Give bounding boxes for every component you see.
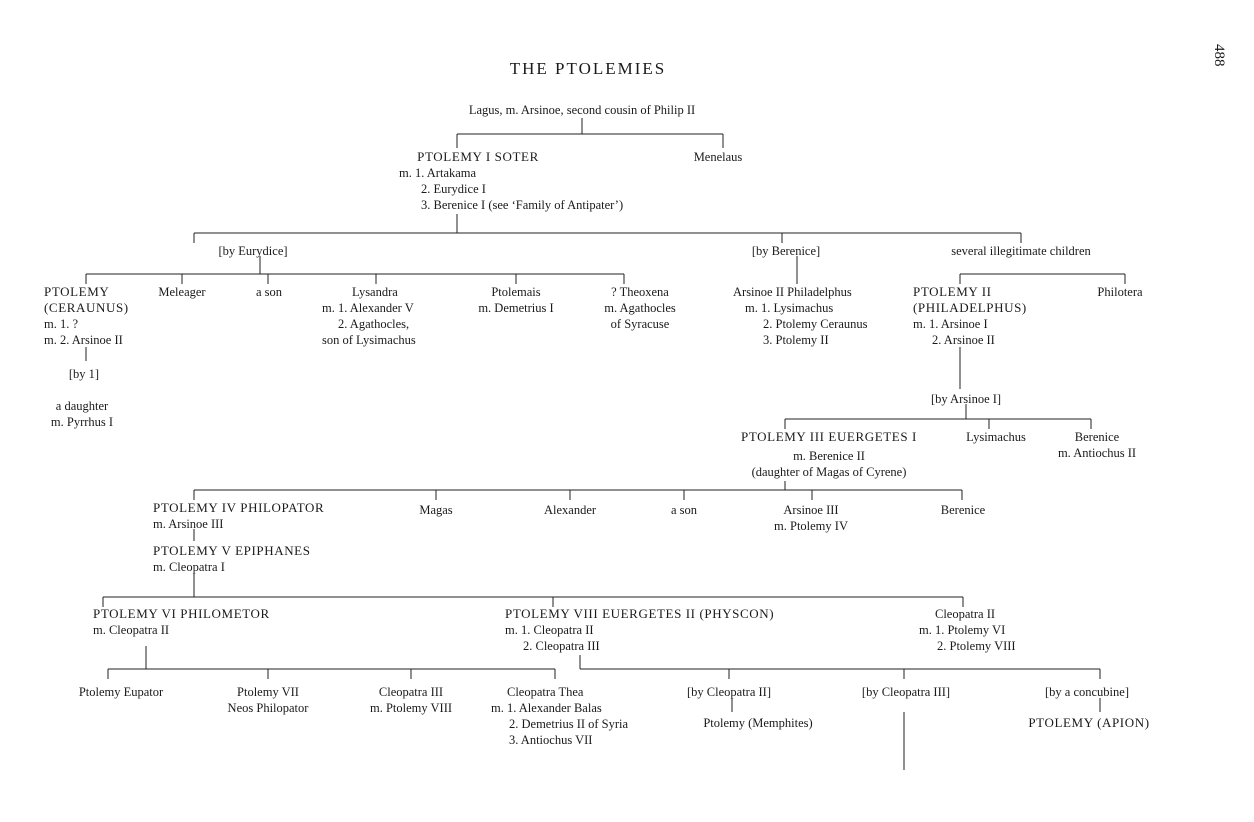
- arsinoe2-marriage-3: 3. Ptolemy II: [763, 333, 829, 347]
- daughter-marriage: m. Pyrrhus I: [50, 415, 114, 429]
- ptolemy6-name: PTOLEMY VI PHILOMETOR: [93, 606, 270, 621]
- group-by-eurydice: [by Eurydice]: [218, 244, 288, 258]
- ptolemy4-marriage: m. Arsinoe III: [153, 517, 224, 531]
- group-by-1: [by 1]: [68, 367, 100, 381]
- lysandra-name: Lysandra: [352, 285, 398, 299]
- ptolemy3-marriage: m. Berenice II: [793, 449, 865, 463]
- soter-marriage-1: m. 1. Artakama: [399, 166, 477, 180]
- person-arsinoe-iii: Arsinoe III m. Ptolemy IV: [774, 502, 848, 534]
- ptolemais-marriage: m. Demetrius I: [478, 301, 554, 315]
- cleopatra2-marriage-1: m. 1. Ptolemy VI: [919, 623, 1006, 637]
- ptolemy8-marriage-2: 2. Cleopatra III: [523, 639, 600, 653]
- person-lysimachus: Lysimachus: [966, 430, 1026, 444]
- person-berenice-syria: Berenice m. Antiochus II: [1058, 429, 1136, 461]
- ptolemy2-epithet: (PHILADELPHUS): [913, 300, 1027, 315]
- ceraunus-name: PTOLEMY: [44, 284, 110, 299]
- ptolemy2-marriage-2: 2. Arsinoe II: [932, 333, 995, 347]
- person-alexander: Alexander: [543, 503, 597, 517]
- ptolemy8-name: PTOLEMY VIII EUERGETES II (PHYSCON): [505, 606, 775, 621]
- ptolemais-name: Ptolemais: [491, 285, 541, 299]
- person-theoxena: ? Theoxena m. Agathocles of Syracuse: [604, 284, 676, 332]
- person-ptolemy-ceraunus: PTOLEMY (CERAUNUS) m. 1. ? m. 2. Arsinoe…: [44, 284, 129, 348]
- ptolemy3-note: (daughter of Magas of Cyrene): [751, 465, 907, 479]
- person-cleopatra-thea: Cleopatra Thea m. 1. Alexander Balas 2. …: [491, 684, 628, 748]
- ptolemy2-name: PTOLEMY II: [913, 284, 992, 299]
- arsinoe2-name: Arsinoe II Philadelphus: [733, 285, 852, 299]
- group-by-arsinoe-i: [by Arsinoe I]: [930, 392, 1002, 406]
- person-ptolemy-eupator: Ptolemy Eupator: [78, 685, 164, 699]
- person-ptolemy-vi: PTOLEMY VI PHILOMETOR m. Cleopatra II: [93, 606, 270, 638]
- person-a-son: a son: [255, 285, 283, 299]
- thea-marriage-1: m. 1. Alexander Balas: [491, 701, 602, 715]
- person-berenice-gen4: Berenice: [940, 503, 986, 517]
- soter-marriage-2: 2. Eurydice I: [421, 182, 486, 196]
- ptolemy5-marriage: m. Cleopatra I: [153, 560, 225, 574]
- theoxena-note: of Syracuse: [610, 317, 670, 331]
- theoxena-marriage: m. Agathocles: [604, 301, 676, 315]
- person-arsinoe-ii: Arsinoe II Philadelphus m. 1. Lysimachus…: [733, 284, 868, 348]
- person-ptolemy-iv: PTOLEMY IV PHILOPATOR m. Arsinoe III: [153, 500, 324, 532]
- berenice-name: Berenice: [1074, 430, 1120, 444]
- lysandra-note: son of Lysimachus: [322, 333, 416, 347]
- ptolemy8-marriage-1: m. 1. Cleopatra II: [505, 623, 594, 637]
- person-ptolemy-iii: PTOLEMY III EUERGETES I m. Berenice II (…: [741, 429, 917, 480]
- daughter-label: a daughter: [55, 399, 109, 413]
- thea-marriage-2: 2. Demetrius II of Syria: [509, 717, 629, 731]
- lysandra-marriage-1: m. 1. Alexander V: [322, 301, 414, 315]
- ceraunus-epithet: (CERAUNUS): [44, 300, 129, 315]
- arsinoe3-name: Arsinoe III: [783, 503, 839, 517]
- person-lagus: Lagus, m. Arsinoe, second cousin of Phil…: [468, 103, 696, 117]
- person-ptolemy-vii: Ptolemy VII Neos Philopator: [228, 684, 309, 716]
- person-ptolemy-v: PTOLEMY V EPIPHANES m. Cleopatra I: [153, 543, 311, 575]
- ptolemy6-marriage: m. Cleopatra II: [93, 623, 170, 637]
- group-by-concubine: [by a concubine]: [1045, 685, 1129, 699]
- ptolemy4-name: PTOLEMY IV PHILOPATOR: [153, 500, 325, 515]
- soter-marriage-3: 3. Berenice I (see ‘Family of Antipater’…: [421, 198, 624, 212]
- lysandra-marriage-2: 2. Agathocles,: [338, 317, 410, 331]
- person-ptolemy-apion: PTOLEMY (APION): [1028, 715, 1150, 730]
- arsinoe2-marriage-2: 2. Ptolemy Ceraunus: [763, 317, 868, 331]
- cleopatra3-marriage: m. Ptolemy VIII: [369, 701, 453, 715]
- person-lysandra: Lysandra m. 1. Alexander V 2. Agathocles…: [322, 284, 416, 348]
- person-cleopatra-ii: Cleopatra II m. 1. Ptolemy VI 2. Ptolemy…: [919, 606, 1016, 654]
- person-ptolemy-viii: PTOLEMY VIII EUERGETES II (PHYSCON) m. 1…: [505, 606, 774, 654]
- page-title: THE PTOLEMIES: [509, 59, 667, 78]
- arsinoe3-marriage: m. Ptolemy IV: [774, 519, 848, 533]
- person-ptolemy-i-soter: PTOLEMY I SOTER: [417, 149, 539, 164]
- cleopatra2-marriage-2: 2. Ptolemy VIII: [937, 639, 1016, 653]
- person-cleopatra-iii: Cleopatra III m. Ptolemy VIII: [370, 684, 452, 716]
- ptolemy2-marriage-1: m. 1. Arsinoe I: [913, 317, 988, 331]
- page-number: 488: [1211, 44, 1227, 67]
- group-by-cleopatra-ii: [by Cleopatra II]: [687, 685, 771, 699]
- ptolemy7-epithet: Neos Philopator: [227, 701, 309, 715]
- cleopatra2-name: Cleopatra II: [935, 607, 996, 621]
- ptolemy7-name: Ptolemy VII: [237, 685, 299, 699]
- person-menelaus: Menelaus: [693, 150, 743, 164]
- ptolemy3-name: PTOLEMY III EUERGETES I: [741, 429, 917, 444]
- person-meleager: Meleager: [158, 285, 206, 299]
- ceraunus-marriage-1: m. 1. ?: [44, 317, 79, 331]
- cleopatra3-name: Cleopatra III: [378, 685, 444, 699]
- group-illegitimate: several illegitimate children: [951, 244, 1091, 258]
- group-by-berenice: [by Berenice]: [751, 244, 821, 258]
- ceraunus-marriage-2: m. 2. Arsinoe II: [44, 333, 123, 347]
- theoxena-name: ? Theoxena: [611, 285, 669, 299]
- ptolemy5-name: PTOLEMY V EPIPHANES: [153, 543, 311, 558]
- person-philotera: Philotera: [1097, 285, 1143, 299]
- person-ceraunus-daughter: a daughter m. Pyrrhus I: [51, 398, 113, 430]
- arsinoe2-marriage-1: m. 1. Lysimachus: [745, 301, 834, 315]
- person-ptolemais: Ptolemais m. Demetrius I: [478, 284, 553, 316]
- thea-marriage-3: 3. Antiochus VII: [509, 733, 593, 747]
- person-ptolemy-memphites: Ptolemy (Memphites): [703, 716, 813, 730]
- person-ptolemy-ii: PTOLEMY II (PHILADELPHUS) m. 1. Arsinoe …: [913, 284, 1027, 348]
- thea-name: Cleopatra Thea: [507, 685, 584, 699]
- group-by-cleopatra-iii: [by Cleopatra III]: [861, 685, 951, 699]
- berenice-marriage: m. Antiochus II: [1057, 446, 1137, 460]
- person-magas: Magas: [419, 503, 453, 517]
- person-a-son-gen4: a son: [670, 503, 698, 517]
